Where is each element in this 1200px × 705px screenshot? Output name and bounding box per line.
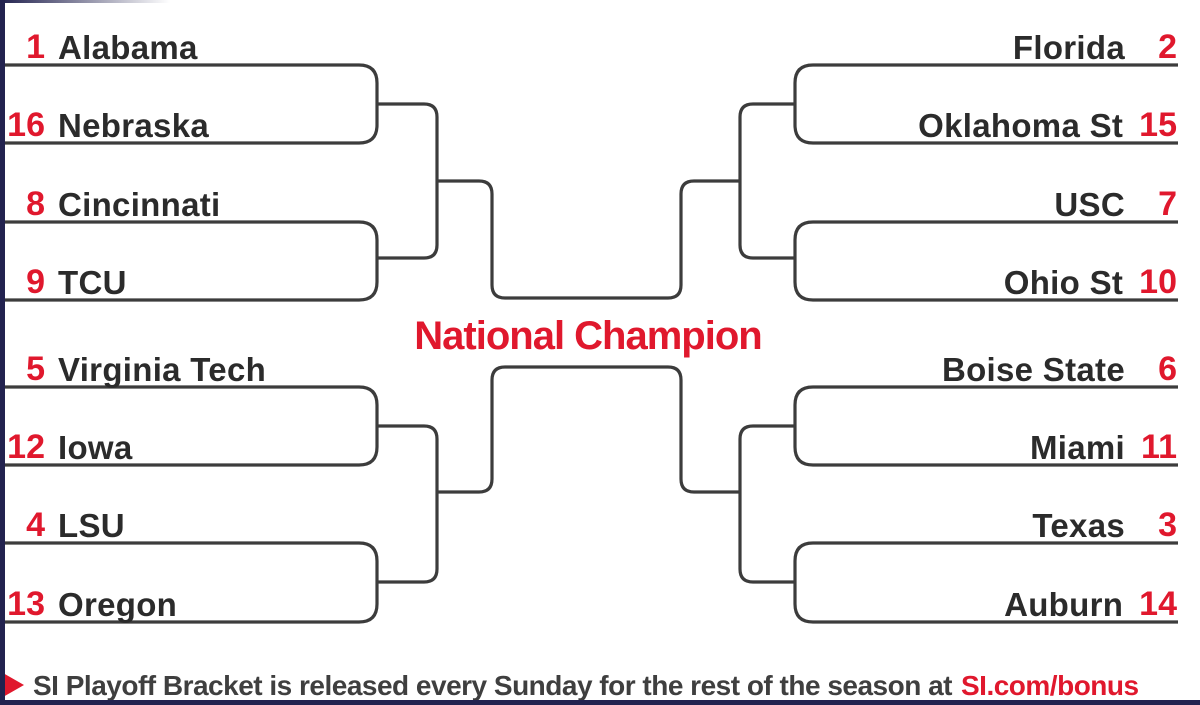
team-row: 4 LSU — [5, 498, 377, 542]
team-row: 1 Alabama — [5, 20, 377, 64]
footer-message: SI Playoff Bracket is released every Sun… — [33, 670, 953, 701]
bracket-line — [738, 424, 795, 584]
bottom-edge-bar — [0, 700, 1200, 705]
team-row: 8 Cincinnati — [5, 177, 377, 221]
team-seed: 15 — [1139, 106, 1177, 144]
team-seed: 4 — [26, 506, 45, 544]
bracket-line — [437, 179, 740, 300]
team-name: Cincinnati — [58, 186, 221, 223]
team-seed: 11 — [1141, 428, 1177, 466]
team-name: Auburn — [1004, 586, 1124, 623]
team-name: Alabama — [58, 29, 198, 66]
team-seed: 8 — [26, 185, 45, 223]
team-seed: 12 — [7, 428, 45, 466]
bracket-line — [793, 220, 1178, 302]
team-row: Ohio St 10 — [657, 255, 1177, 299]
team-seed: 16 — [7, 106, 45, 144]
team-row: 5 Virginia Tech — [5, 342, 377, 386]
team-row: 9 TCU — [5, 255, 377, 299]
team-name: Miami — [1029, 429, 1125, 466]
team-seed: 14 — [1139, 585, 1177, 623]
team-row: 16 Nebraska — [5, 98, 377, 142]
team-seed: 5 — [26, 350, 45, 388]
team-name: Florida — [1012, 29, 1125, 66]
team-seed: 2 — [1158, 28, 1177, 66]
team-row: USC 7 — [657, 177, 1177, 221]
bracket-line — [377, 424, 439, 584]
team-name: Oklahoma St — [918, 107, 1124, 144]
team-row: 13 Oregon — [5, 577, 377, 621]
team-seed: 9 — [26, 263, 45, 301]
team-seed: 13 — [7, 585, 45, 623]
team-row: Auburn 14 — [657, 577, 1177, 621]
team-seed: 3 — [1158, 506, 1177, 544]
bracket-line — [377, 102, 439, 260]
left-edge-bar — [0, 0, 5, 705]
team-seed: 1 — [26, 28, 45, 66]
footer-note: SI Playoff Bracket is released every Sun… — [0, 666, 1200, 700]
arrow-icon — [3, 673, 24, 697]
team-name: LSU — [58, 507, 125, 544]
team-seed: 6 — [1158, 350, 1177, 388]
team-name: Oregon — [58, 586, 178, 623]
team-row: Oklahoma St 15 — [657, 98, 1177, 142]
team-seed: 7 — [1158, 185, 1177, 223]
team-name: Boise State — [941, 351, 1125, 388]
top-edge-bar — [0, 0, 170, 3]
team-name: USC — [1054, 186, 1125, 223]
team-name: Texas — [1032, 507, 1125, 544]
team-name: Iowa — [58, 429, 133, 466]
bracket-line — [0, 220, 379, 302]
champion-title: National Champion — [414, 314, 762, 358]
team-row: 12 Iowa — [5, 420, 377, 464]
footer-text: SI Playoff Bracket is released every Sun… — [33, 672, 1139, 700]
team-row: Texas 3 — [657, 498, 1177, 542]
team-name: Virginia Tech — [58, 351, 267, 388]
team-row: Miami 11 — [657, 420, 1177, 464]
team-seed: 10 — [1139, 263, 1177, 301]
team-name: Ohio St — [1003, 264, 1124, 301]
bracket-line — [437, 365, 740, 494]
footer-link[interactable]: SI.com/bonus — [961, 670, 1139, 701]
team-row: Boise State 6 — [657, 342, 1177, 386]
team-name: TCU — [58, 264, 127, 301]
team-row: Florida 2 — [657, 20, 1177, 64]
team-name: Nebraska — [58, 107, 209, 144]
